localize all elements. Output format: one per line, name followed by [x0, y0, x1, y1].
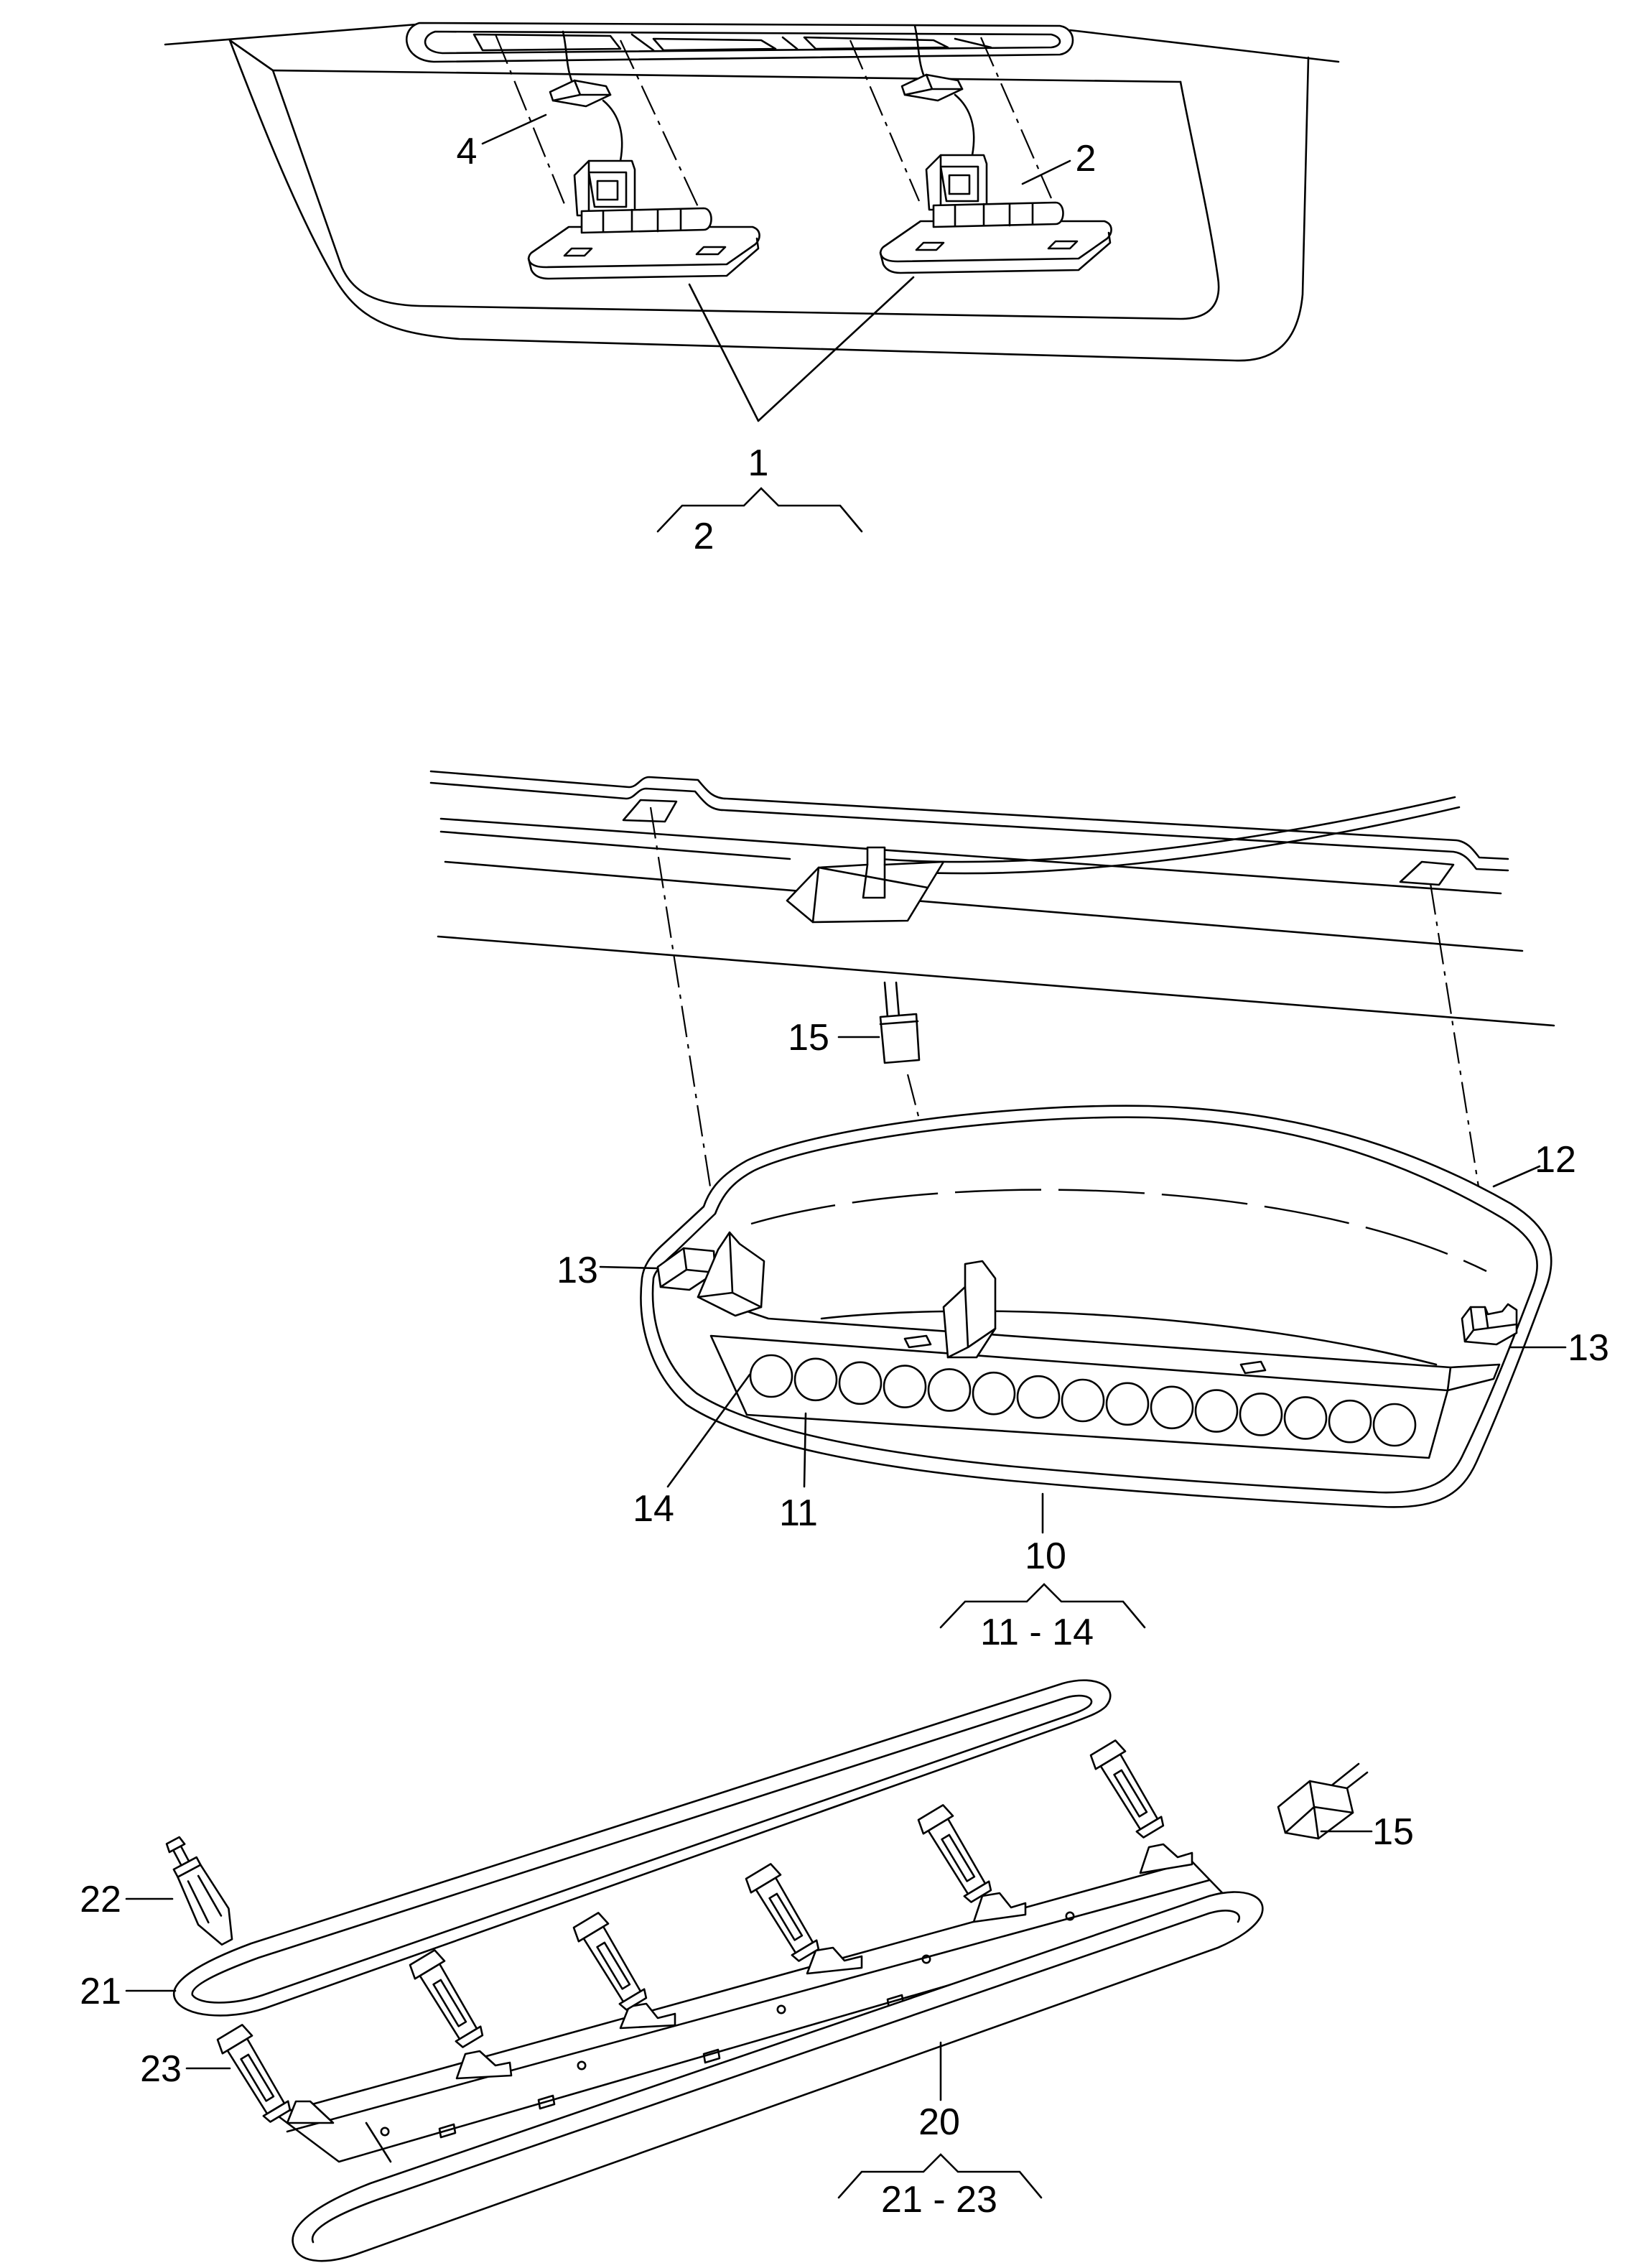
group-bracket: [656, 487, 863, 533]
led-strip-marker: [903, 1334, 932, 1349]
screw-hole: [776, 2004, 786, 2014]
push-pin-22: [165, 1836, 233, 1946]
callout-label: 15: [1372, 1811, 1414, 1853]
mount-tab: [1139, 1843, 1193, 1874]
led-lens: [927, 1368, 972, 1412]
callout-label: 2: [1076, 138, 1097, 180]
headliner-panel: [164, 23, 1340, 362]
led-lens: [1239, 1393, 1283, 1436]
gasket-21: [172, 1679, 1112, 2017]
mount-slot: [563, 247, 593, 257]
callout-label: 20: [918, 2101, 960, 2143]
group-range-label: 21 - 23: [881, 2179, 997, 2221]
callout-label: 12: [1535, 1139, 1576, 1181]
roof-rails: [429, 770, 1555, 1027]
led-lens: [1194, 1389, 1239, 1433]
top-assembly: 4 2 1 2: [164, 22, 1340, 557]
lamp-base-20: [274, 1843, 1234, 2163]
retaining-clip: [1089, 1739, 1165, 1839]
mount-hole: [622, 799, 678, 823]
led-lens: [838, 1361, 883, 1405]
wire: [877, 796, 1456, 863]
base-marker: [537, 2094, 556, 2110]
top-alignment-lines: [494, 34, 1053, 210]
led-lens: [1372, 1403, 1417, 1447]
bulb: [932, 201, 1064, 228]
base-marker: [702, 2048, 721, 2064]
callout-label: 13: [1568, 1327, 1609, 1369]
bulb: [580, 207, 712, 234]
screw-hole: [577, 2060, 587, 2071]
top-leader-lines: [481, 113, 1071, 533]
screw-hole: [1065, 1911, 1075, 1921]
wire: [954, 93, 975, 157]
mount-tab: [455, 2050, 513, 2080]
callout-label: 13: [557, 1250, 598, 1291]
callout-label: 10: [1025, 1535, 1066, 1577]
retaining-clip-left: [656, 1231, 765, 1317]
callout-label: 1: [748, 442, 769, 484]
led-lens: [1016, 1375, 1061, 1419]
callout-label: 14: [633, 1488, 674, 1530]
group-bracket: [939, 1583, 1146, 1629]
group-range-label: 11 - 14: [980, 1612, 1094, 1653]
top-light-housing: [406, 22, 1074, 63]
led-lens: [883, 1365, 927, 1408]
connector-15-bottom: [1277, 1762, 1369, 1840]
led-lens: [1328, 1399, 1372, 1444]
callout-label: 11: [779, 1492, 818, 1534]
connector-tab: [942, 1260, 997, 1359]
callout-label: 15: [788, 1017, 829, 1059]
screw-hole: [921, 1954, 931, 1964]
mount-tab: [286, 2100, 335, 2124]
housing-rear-edge: [750, 1189, 1487, 1273]
callout-label: 23: [140, 2048, 182, 2090]
callout-label: 22: [80, 1879, 121, 1920]
screw-hole: [380, 2127, 390, 2137]
lamp-unit-left: [527, 30, 760, 280]
led-lens: [972, 1371, 1016, 1416]
middle-leader-lines: [599, 1036, 1567, 1629]
connector-15-middle: [879, 981, 921, 1064]
mount-hole: [1399, 860, 1455, 886]
retaining-clip: [572, 1912, 648, 2011]
retaining-clip-right: [1461, 1303, 1518, 1346]
retaining-clip: [917, 1804, 992, 1903]
mount-slot: [1047, 240, 1079, 250]
bottom-leader-lines: [125, 1830, 1373, 2199]
retaining-clip: [216, 2024, 292, 2123]
led-lens: [749, 1354, 793, 1398]
wire: [913, 24, 925, 76]
callout-label: 4: [457, 131, 478, 172]
led-row: [749, 1354, 1417, 1447]
retaining-clip: [409, 1949, 484, 2048]
led-strip-marker: [1239, 1360, 1267, 1375]
group-bracket: [837, 2153, 1043, 2199]
retaining-clips-23: [216, 1739, 1165, 2123]
wire: [562, 30, 573, 82]
led-lens: [793, 1357, 838, 1402]
wire: [602, 99, 623, 162]
led-lens: [1061, 1378, 1105, 1423]
lamp-lens-20: [292, 1891, 1264, 2262]
led-lens: [1150, 1385, 1194, 1430]
mount-slot: [695, 246, 727, 256]
base-marker: [438, 2123, 457, 2139]
third-brake-light-10: [640, 1105, 1552, 1508]
led-lens: [1105, 1382, 1150, 1426]
bottom-assembly: 22 21 23 20 21 - 23 15: [80, 1679, 1414, 2262]
retaining-clip: [745, 1863, 820, 1962]
callout-label: 21: [80, 1971, 121, 2012]
wire: [880, 806, 1461, 875]
mount-slot: [915, 241, 945, 251]
group-range-label: 2: [694, 516, 714, 557]
led-lens: [1283, 1396, 1328, 1440]
lamp-unit-right: [879, 24, 1112, 274]
middle-assembly: 15 12 13 13 14 11 10 11 - 14: [429, 770, 1609, 1653]
